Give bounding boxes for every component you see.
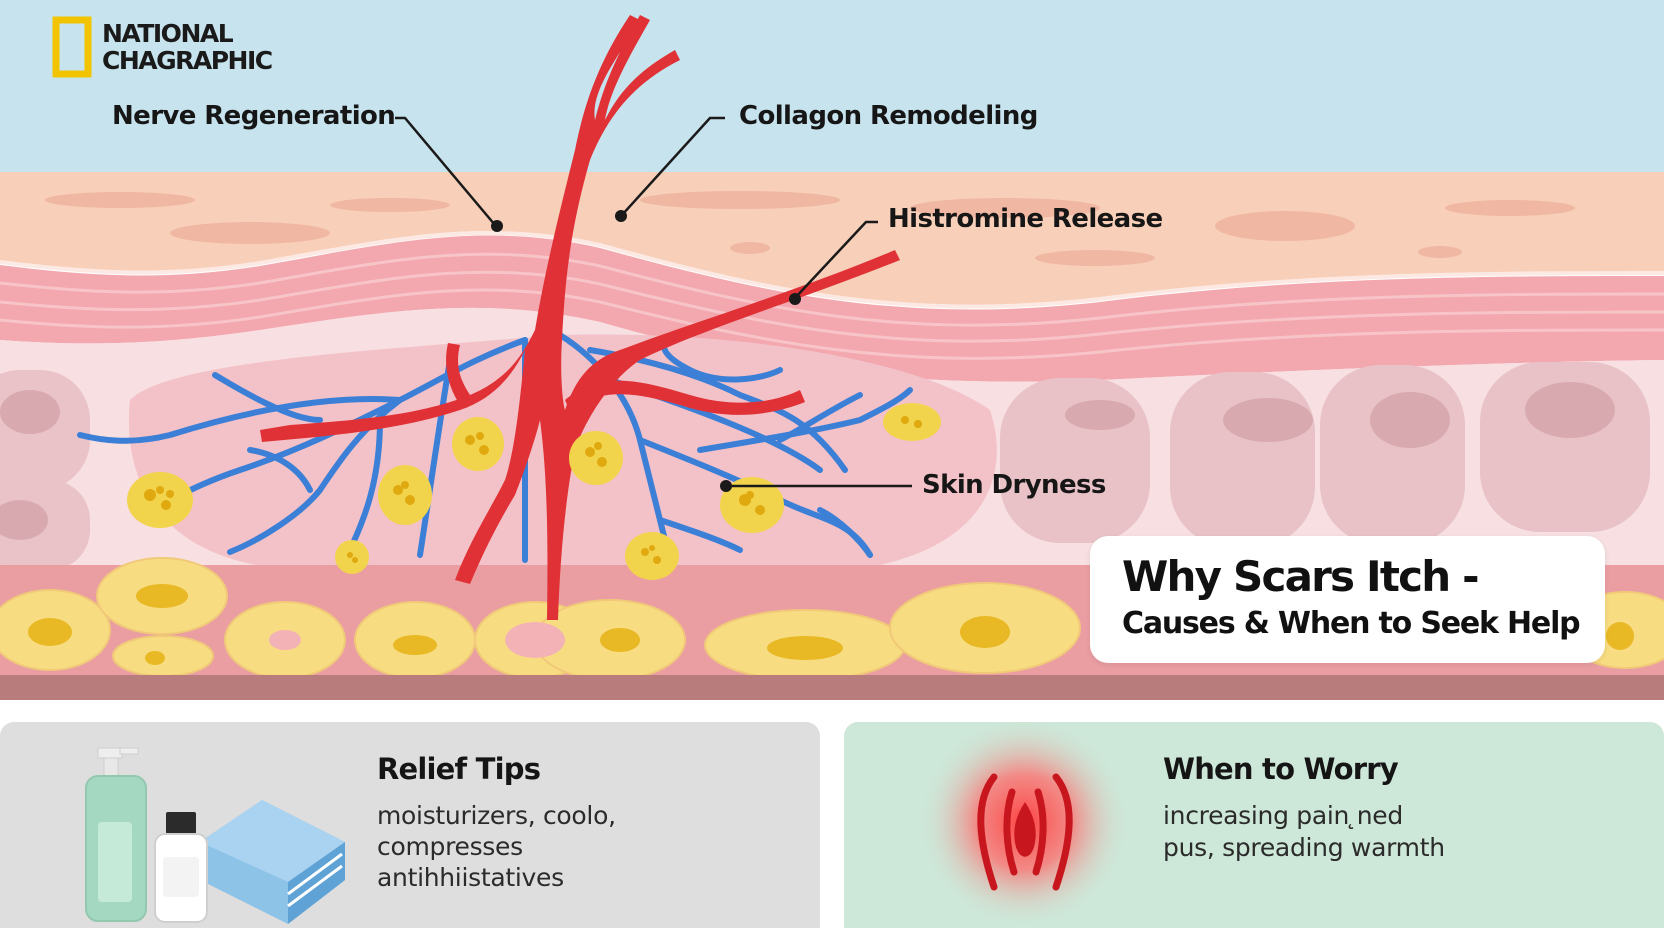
epidermis-cells [45,191,1575,266]
relief-products-illustration [85,747,345,924]
flame-drop-icon [1014,772,1036,857]
worry-line-1: increasing pain ̨ned [1163,801,1403,830]
relief-tips-heading: Relief Tips [377,752,541,786]
logo-wordmark: NATIONAL CHAGRAPHIC [102,19,273,75]
dryness-leader-dot [720,480,732,492]
leader-lines [395,116,912,488]
callout-histromine-release: Histromine Release [888,204,1163,234]
callout-skin-dryness: Skin Dryness [922,470,1106,500]
relief-tips-panel: Relief Tips moisturizers, coolo, compres… [0,722,820,928]
dermis-stripes [0,252,1664,360]
collagon-leader-dot [615,210,627,222]
relief-tip-line-2: compresses [377,832,523,861]
dermis-band [0,235,1664,382]
fat-cell-nuclei [28,584,1634,665]
bottom-strip [0,675,1664,700]
callout-collagon-remodeling: Collagon Remodeling [739,101,1038,131]
logo-line-1: NATIONAL [102,19,234,48]
collagon-leader-line [621,116,725,216]
book-icon [200,800,345,924]
inflammation-icon [977,773,1073,891]
histromine-leader-dot [789,293,801,305]
title-card: Why Scars Itch - Causes & When to Seek H… [1090,536,1605,663]
lotion-bottle-icon [85,747,147,922]
leader-dots [491,210,801,492]
worry-line-2: pus, spreading warmth [1163,833,1445,862]
callout-nerve-regeneration: Nerve Regeneration [112,101,396,131]
logo-line-2: CHAGRAPHIC [102,46,273,75]
dermis-highlight [0,230,1664,309]
small-bottle-icon [154,812,208,923]
mast-cells [127,403,941,580]
when-to-worry-heading: When to Worry [1163,752,1399,786]
page-subtitle: Causes & When to Seek Help [1122,606,1581,641]
logo-frame [52,16,92,78]
skin-cross-section [0,0,1664,700]
artery [260,15,900,620]
relief-tip-line-1: moisturizers, coolo, [377,801,616,830]
page-title: Why Scars Itch - [1122,552,1480,601]
background-sky [0,0,1664,180]
tissue-cells [0,362,1650,570]
nerve-leader-dot [491,220,503,232]
when-to-worry-panel: When to Worry increasing pain ̨ned pus, … [844,722,1664,928]
nerve-leader-line [395,116,496,226]
relief-tip-line-3: antihhiistatives [377,863,564,892]
warning-illustration [919,722,1129,927]
histromine-leader-line [794,220,878,299]
